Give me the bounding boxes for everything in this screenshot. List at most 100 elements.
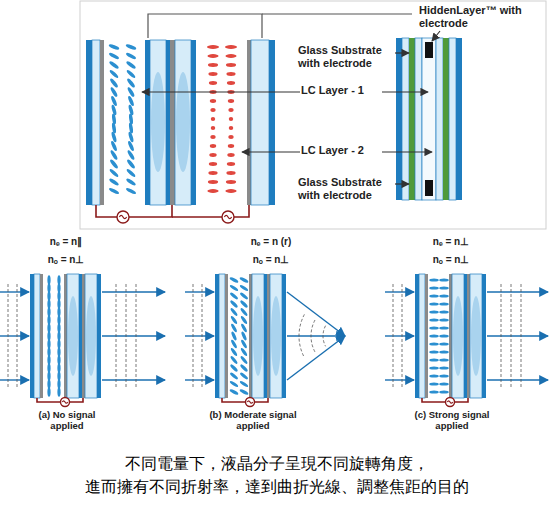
light-ray: [185, 379, 214, 380]
light-ray: [385, 335, 414, 336]
wavefront: [116, 284, 117, 388]
lc-molecule: [109, 159, 119, 170]
lc-molecule: [240, 339, 248, 349]
lc-molecule: [108, 52, 119, 60]
glass-layer: [215, 274, 219, 398]
lc-molecule: [126, 159, 136, 170]
lc-molecule: [241, 331, 248, 341]
wavefront: [311, 320, 315, 352]
glass-layer: [396, 38, 402, 200]
lc-molecule: [429, 278, 439, 281]
lc-molecule: [108, 60, 119, 69]
leader-line: [262, 13, 412, 14]
lc-molecule: [128, 113, 133, 124]
lc-molecule: [127, 86, 136, 97]
lc-molecule: [439, 310, 449, 313]
lc-molecule: [229, 292, 238, 301]
light-ray: [287, 335, 345, 336]
wavefront: [393, 284, 394, 388]
lc-molecule: [227, 81, 235, 85]
lc-molecule: [208, 171, 217, 175]
lc-molecule: [429, 326, 439, 329]
lc-molecule: [225, 54, 236, 58]
lc-molecule: [239, 372, 248, 381]
ac-source-symbol: [222, 211, 234, 223]
lc-molecule: [207, 54, 218, 58]
wire: [172, 216, 222, 218]
part-label: Glass Substrate with electrode: [297, 44, 395, 70]
state-caption: (c) Strong signal applied: [406, 409, 498, 432]
lc-molecule: [109, 69, 119, 79]
wire: [234, 205, 249, 217]
glass-layer: [264, 274, 267, 398]
ac-sine-symbol: [62, 401, 67, 403]
lens-shape: [68, 296, 78, 376]
wavefront: [501, 284, 502, 388]
wavefront: [299, 314, 304, 357]
light-ray: [487, 335, 548, 336]
part-label: LC Layer - 1: [300, 84, 382, 97]
lc-molecule: [227, 162, 235, 166]
index-label: nₑ = n (r): [225, 236, 317, 248]
glass-layer: [79, 274, 82, 398]
light-ray: [487, 379, 548, 380]
glass-layer: [82, 274, 85, 398]
lc-molecule: [225, 45, 237, 49]
caption: 不同電量下，液晶分子呈現不同旋轉角度， 進而擁有不同折射率，達到曲折光線、調整焦…: [0, 452, 553, 498]
light-ray: [185, 335, 214, 336]
glass-layer: [97, 274, 101, 398]
glass-layer: [219, 274, 225, 398]
glass-layer: [409, 38, 415, 200]
bracket: [148, 14, 262, 38]
lc-molecule: [228, 99, 234, 103]
glass-layer: [166, 40, 170, 205]
lc-molecule: [429, 334, 439, 337]
light-ray: [0, 335, 29, 336]
lc-molecule: [210, 99, 216, 103]
lens-shape: [471, 296, 481, 376]
lc-molecule: [226, 72, 235, 76]
part-label: HiddenLayer™ with electrode: [418, 4, 532, 30]
lc-molecule: [109, 168, 120, 178]
ac-source-symbol: [117, 211, 129, 223]
wavefront: [323, 326, 326, 347]
lc-molecule: [125, 60, 136, 69]
glass-layer: [30, 274, 34, 398]
glass-layer: [482, 274, 486, 398]
light-ray: [102, 379, 165, 380]
lc-molecule: [228, 108, 233, 112]
ac-source-symbol: [61, 398, 70, 407]
wavefront: [202, 284, 203, 388]
lc-molecule: [127, 95, 135, 107]
lc-molecule: [110, 86, 119, 97]
lc-molecule: [239, 380, 249, 388]
lc-molecule: [228, 144, 234, 148]
lc-molecule: [208, 72, 217, 76]
glass-layer: [40, 274, 43, 398]
glass-layer: [467, 274, 470, 398]
lc-molecule: [209, 162, 217, 166]
light-ray: [385, 291, 414, 292]
wavefront: [402, 284, 403, 388]
wavefront: [521, 284, 522, 388]
glass-layer: [252, 274, 264, 398]
lc-molecule: [211, 126, 216, 130]
lc-molecule: [210, 108, 215, 112]
lc-molecule: [230, 339, 238, 349]
light-ray: [287, 336, 345, 380]
light-ray: [385, 379, 414, 380]
lc-molecule: [429, 318, 439, 321]
lc-molecule: [109, 78, 119, 89]
index-label: nₒ = n⊥: [405, 254, 497, 266]
caption-line: 不同電量下，液晶分子呈現不同旋轉角度，: [0, 452, 553, 475]
lc-molecule: [230, 307, 239, 316]
lc-molecule: [239, 276, 249, 283]
index-label: nₒ = n⊥: [225, 254, 317, 266]
lc-molecule: [229, 372, 238, 381]
wire: [129, 205, 172, 217]
lc-molecule: [127, 140, 135, 151]
lc-molecule: [209, 81, 217, 85]
glass-layer: [419, 274, 425, 398]
lc-molecule: [429, 374, 439, 377]
lc-molecule: [126, 78, 136, 89]
